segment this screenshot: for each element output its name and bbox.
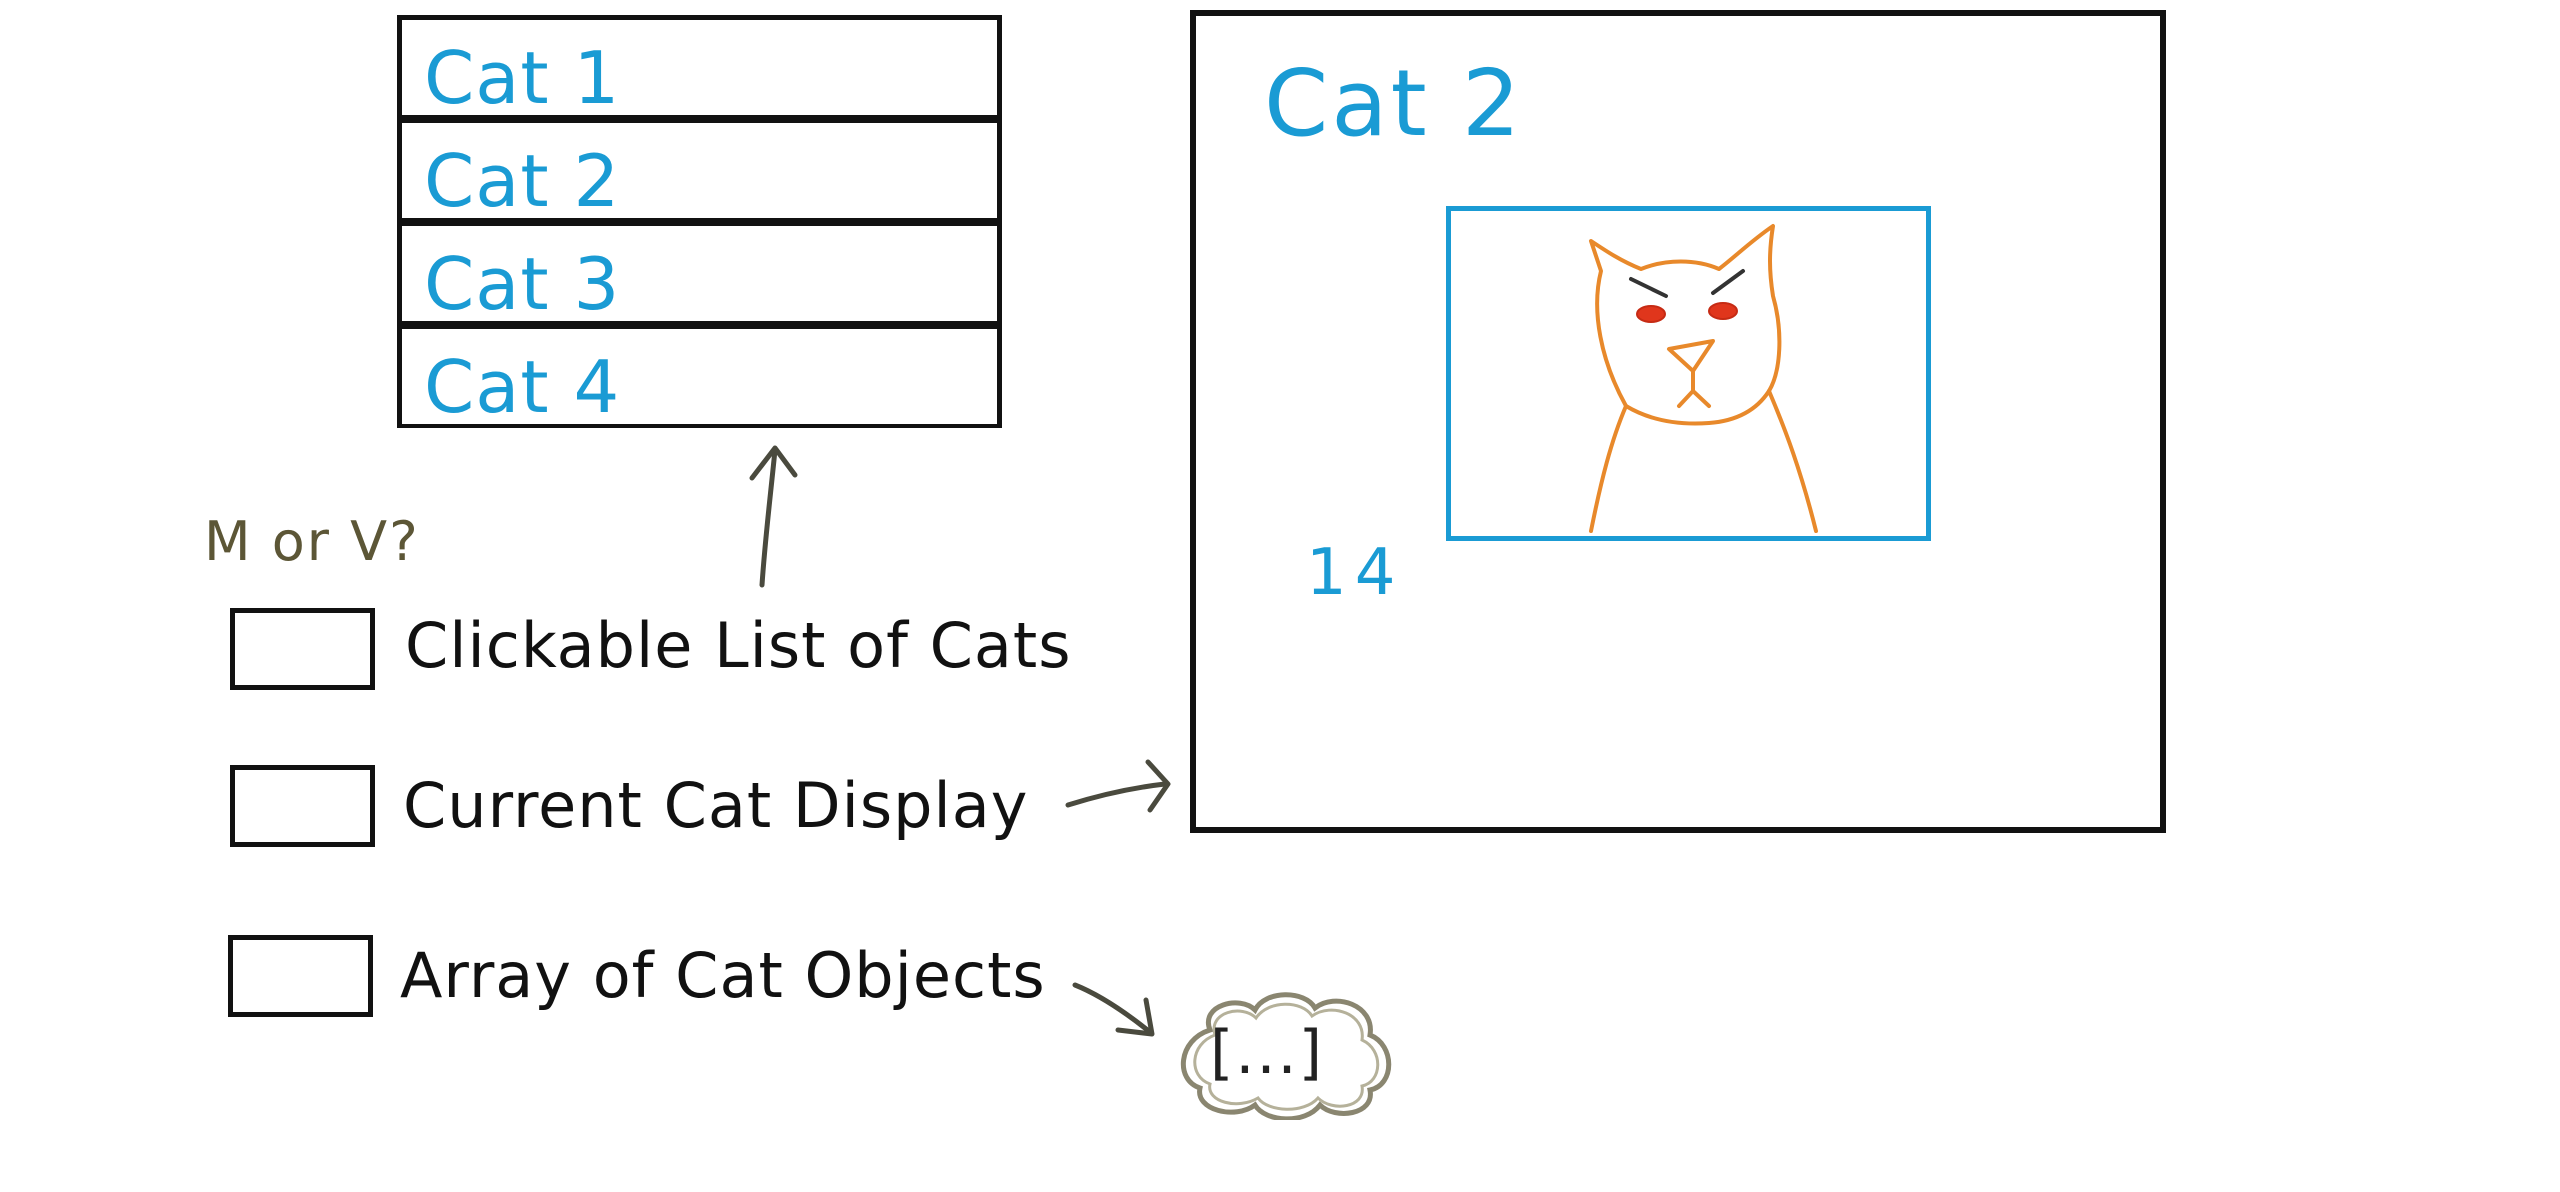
- clickable-cat-list: Cat 1 Cat 2 Cat 3 Cat 4: [397, 15, 1002, 428]
- up-arrow-icon: [759, 447, 778, 588]
- cat-list-item-label: Cat 4: [424, 345, 621, 429]
- checkbox-array-of-cats[interactable]: [228, 935, 373, 1017]
- cat-list-item-label: Cat 1: [424, 36, 621, 120]
- cat-list-item-label: Cat 2: [424, 139, 621, 223]
- legend-label-array-of-cats: Array of Cat Objects: [400, 939, 1046, 1012]
- checkbox-clickable-list[interactable]: [230, 608, 375, 690]
- legend-label-current-cat-display: Current Cat Display: [403, 769, 1029, 842]
- cat-list-item-4[interactable]: Cat 4: [397, 324, 1002, 428]
- click-count: 14: [1306, 536, 1404, 610]
- current-cat-display: Cat 2 14: [1190, 10, 2166, 833]
- cloud-outline-icon: [1181, 992, 1392, 1120]
- down-right-arrow-icon: [1072, 982, 1153, 1035]
- display-cat-name: Cat 2: [1264, 50, 1524, 157]
- cat-drawing-icon: [1589, 224, 1818, 533]
- cat-list-item-label: Cat 3: [424, 242, 621, 326]
- right-arrow-icon: [1065, 781, 1168, 808]
- model-or-view-question: M or V?: [204, 510, 420, 573]
- legend-label-clickable-list: Clickable List of Cats: [405, 609, 1072, 682]
- array-literal: [...]: [1210, 1018, 1325, 1088]
- cat-list-item-3[interactable]: Cat 3: [397, 221, 1002, 325]
- cat-image-frame[interactable]: [1446, 206, 1931, 541]
- cat-list-item-1[interactable]: Cat 1: [397, 15, 1002, 119]
- cat-list-item-2[interactable]: Cat 2: [397, 118, 1002, 222]
- array-cloud: [...]: [1170, 990, 1400, 1120]
- checkbox-current-cat-display[interactable]: [230, 765, 375, 847]
